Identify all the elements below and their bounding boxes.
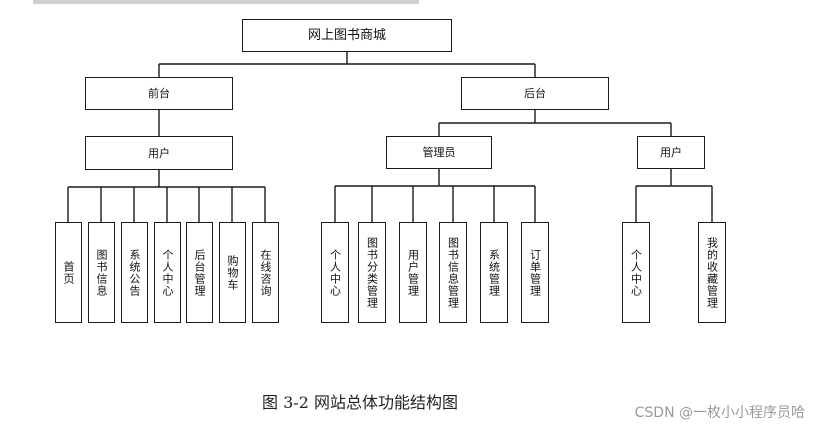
node-admin-module-label: 图书信息管理 <box>446 236 460 309</box>
node-front-module-label: 首页 <box>62 260 75 285</box>
node-front-module-label: 购物车 <box>226 254 239 291</box>
node-admin-module-label: 订单管理 <box>528 248 542 297</box>
node-front-module: 系统公告 <box>121 222 148 323</box>
node-frontend-user-label: 用户 <box>148 146 170 160</box>
node-admin-module: 订单管理 <box>521 222 549 323</box>
node-front-module-label: 系统公告 <box>128 248 141 297</box>
node-backend-label: 后台 <box>524 87 546 100</box>
node-admin-module: 图书分类管理 <box>358 222 386 323</box>
node-backend-user-label: 用户 <box>660 146 682 159</box>
node-backend-admin-label: 管理员 <box>422 146 456 159</box>
node-front-module-label: 图书信息 <box>95 248 108 297</box>
node-front-module-label: 在线咨询 <box>259 248 272 297</box>
node-admin-module: 系统管理 <box>480 222 508 323</box>
node-backuser-module: 我的收藏管理 <box>698 222 726 323</box>
node-backend: 后台 <box>461 77 609 110</box>
node-root-label: 网上图书商城 <box>307 28 386 43</box>
node-frontend-user: 用户 <box>85 136 233 170</box>
node-root: 网上图书商城 <box>242 19 452 52</box>
node-admin-module: 图书信息管理 <box>439 222 467 323</box>
node-front-module: 个人中心 <box>154 222 181 323</box>
node-backend-user: 用户 <box>637 136 705 169</box>
node-backend-admin: 管理员 <box>386 136 492 169</box>
csdn-watermark: CSDN @一枚小小程序员哈 <box>634 405 805 421</box>
node-admin-module-label: 图书分类管理 <box>365 236 379 309</box>
node-front-module: 图书信息 <box>88 222 115 323</box>
node-admin-module: 个人中心 <box>321 222 349 323</box>
node-front-module: 首页 <box>55 222 82 323</box>
node-admin-module-label: 个人中心 <box>328 248 342 297</box>
node-frontend: 前台 <box>85 77 233 110</box>
node-admin-module-label: 用户管理 <box>406 248 420 297</box>
node-front-module: 在线咨询 <box>252 222 279 323</box>
node-front-module: 购物车 <box>219 222 246 323</box>
top-edge-bar <box>33 0 419 4</box>
node-front-module-label: 后台管理 <box>193 248 206 297</box>
node-backuser-module-label: 我的收藏管理 <box>705 236 719 309</box>
node-admin-module-label: 系统管理 <box>487 248 501 297</box>
node-backuser-module-label: 个人中心 <box>629 248 643 297</box>
node-admin-module: 用户管理 <box>399 222 427 323</box>
figure-caption: 图 3-2 网站总体功能结构图 <box>262 393 458 412</box>
node-frontend-label: 前台 <box>148 87 170 100</box>
node-front-module: 后台管理 <box>186 222 213 323</box>
node-front-module-label: 个人中心 <box>161 248 174 297</box>
node-backuser-module: 个人中心 <box>622 222 650 323</box>
